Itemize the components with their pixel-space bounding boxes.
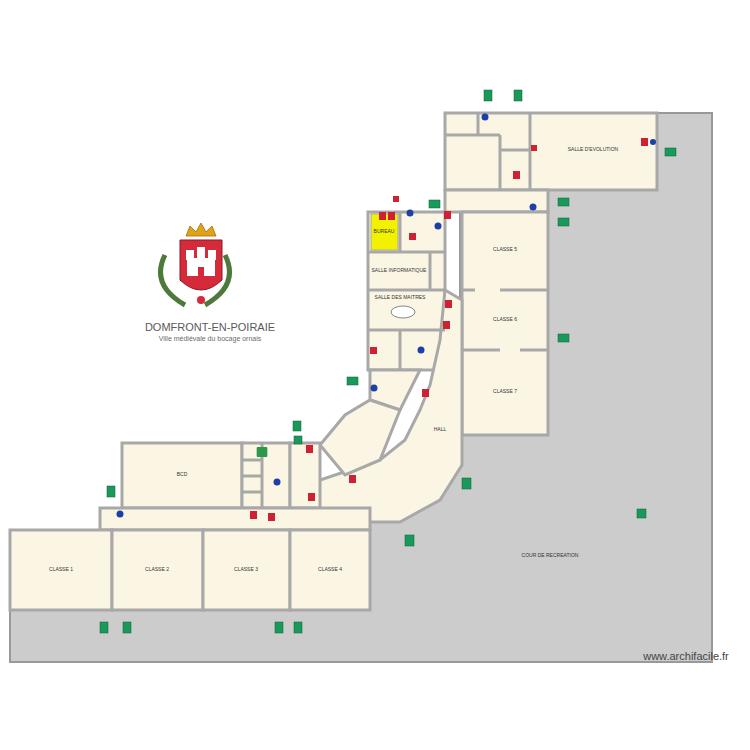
room-label: SALLE DES MAITRES [365,292,435,304]
town-crest [161,223,230,305]
room-name: CLASSE 1 [49,567,73,573]
exit-sign [100,90,676,633]
inner-wall [242,113,548,508]
room-label: CLASSE 2 [115,535,200,605]
town-motto: Ville médiévale du bocage ornais [120,335,300,343]
table-symbol [391,306,415,318]
room-name: CLASSE 6 [493,317,517,323]
room-label: CLASSE 3 [206,535,286,605]
room-name: CLASSE 5 [493,247,517,253]
room-label: CLASSE 1 [14,535,109,605]
room-label: CLASSE 6 [465,293,545,348]
room-name: CLASSE 3 [234,567,258,573]
room-name: SALLE INFORMATIQUE [372,268,427,274]
room-name: SALLE D'EVOLUTION [568,147,618,153]
courtyard [10,113,712,662]
room-label: CLASSE 5 [465,215,545,285]
room-label: HALL [422,420,458,440]
watermark: www.archifacile.fr [628,650,744,662]
area-name: COUR DE RECREATION [500,553,600,559]
room-label: BUREAU [371,215,397,249]
room-name: HALL [434,427,447,433]
first-aid-sign [257,447,267,457]
room-name: BCD [177,472,188,478]
alarm-point [117,114,657,518]
room-label: SALLE INFORMATIQUE [369,254,429,288]
room-name: CLASSE 4 [318,567,342,573]
room-label: CLASSE 4 [293,535,367,605]
room-name: SALLE DES MAITRES [375,295,426,301]
fire-extinguisher [250,138,648,521]
building [10,113,657,610]
room-name: CLASSE 2 [145,567,169,573]
room-label: BCD [127,448,237,503]
town-name: DOMFRONT-EN-POIRAIE [130,321,290,333]
room-label: SALLE D'EVOLUTION [533,115,653,185]
room-name: BUREAU [374,229,395,235]
room-name: CLASSE 7 [493,389,517,395]
room-label: CLASSE 7 [465,355,545,430]
